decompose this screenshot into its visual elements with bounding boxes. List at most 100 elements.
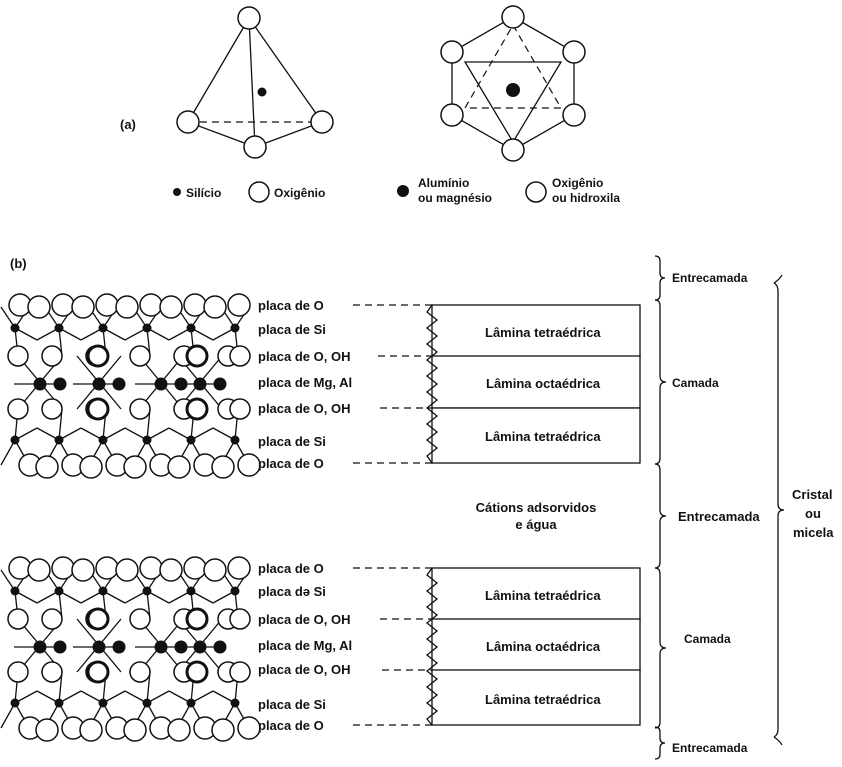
sheet-label: Lâmina tetraédrica (485, 325, 601, 340)
oxygen-atom (243, 135, 267, 159)
hydroxyl-legend-icon (525, 181, 547, 203)
legend-oxigenio-2: Oxigênio (552, 176, 603, 190)
oxygen-atom (167, 455, 191, 479)
tetrahedron (176, 6, 334, 159)
silicon-atom (54, 435, 64, 445)
oxygen-atom (7, 608, 29, 630)
hydroxyl-atom (185, 660, 209, 684)
silicon-atom (230, 323, 240, 333)
oxygen-atom (159, 295, 183, 319)
sheet-label: Lâmina octaédrica (486, 639, 601, 654)
entrecamada-label: Entrecamada (678, 509, 760, 524)
oxygen-atom (501, 138, 525, 162)
oxygen-atom (237, 453, 261, 477)
sheet-stack-layer-2: Lâmina tetraédrica Lâmina octaédrica Lâm… (425, 567, 641, 726)
oxygen-atom (35, 718, 59, 742)
hydroxyl-atom (86, 344, 110, 368)
oxygen-atom (27, 295, 51, 319)
silicon-legend-icon (173, 188, 181, 196)
oxygen-atom (211, 455, 235, 479)
plate-label: placa de O (258, 456, 324, 471)
silicon-atom (186, 323, 196, 333)
oxygen-atom (183, 293, 207, 317)
oxygen-atom (7, 398, 29, 420)
camada-label: Camada (684, 632, 731, 646)
crystal-label-line3: micela (793, 525, 834, 540)
silicon-atom (98, 586, 108, 596)
bond (0, 702, 16, 729)
oxygen-atom (440, 40, 464, 64)
plate-label: placa de Si (258, 322, 326, 337)
oxygen-atom (237, 716, 261, 740)
oxygen-atom (237, 6, 261, 30)
oxygen-atom (562, 103, 586, 127)
oxygen-atom (79, 718, 103, 742)
silicon-atom (186, 698, 196, 708)
hydroxyl-atom (86, 607, 110, 631)
silicon-atom (230, 435, 240, 445)
oxygen-atom (176, 110, 200, 134)
interlayer-label-line2: e água (515, 517, 557, 532)
legend-ou-magnesio: ou magnésio (418, 191, 492, 205)
plate-label: placa de O, OH (258, 662, 350, 677)
hydroxyl-atom (185, 397, 209, 421)
sheet-label: Lâmina tetraédrica (485, 588, 601, 603)
crystal-label-line2: ou (805, 506, 821, 521)
silicon-atom (54, 698, 64, 708)
oxygen-atom (229, 608, 251, 630)
legend-aluminio: Alumínio (418, 176, 469, 190)
aluminium-atom (112, 640, 126, 654)
plate-label: placa de O, OH (258, 401, 350, 416)
silicon-atom (142, 698, 152, 708)
plate-labels-layer-2: placa de O placa dә Si placa de O, OH pl… (258, 561, 432, 733)
hydroxyl-atom (86, 397, 110, 421)
plate-label: placa de Si (258, 697, 326, 712)
oxygen-atom (41, 345, 63, 367)
oxygen-atom (71, 295, 95, 319)
silicon-atom (10, 698, 20, 708)
sheet-label: Lâmina tetraédrica (485, 429, 601, 444)
silicon-atom (186, 435, 196, 445)
oxygen-atom (95, 556, 119, 580)
oxygen-atom (229, 345, 251, 367)
aluminium-atom (174, 640, 188, 654)
silicon-atom (142, 435, 152, 445)
oxygen-atom (51, 293, 75, 317)
oxygen-atom (41, 608, 63, 630)
hydroxyl-atom (185, 607, 209, 631)
crystal-label-line1: Cristal (792, 487, 832, 502)
oxygen-atom (139, 556, 163, 580)
silicon-atom (10, 586, 20, 596)
aluminium-atom (154, 640, 168, 654)
octahedron (440, 5, 586, 162)
braces: Entrecamada Camada Entrecamada Camada En… (654, 255, 834, 760)
silicon-atom (142, 586, 152, 596)
oxygen-atom (310, 110, 334, 134)
silicon-atom (54, 586, 64, 596)
sheet-stack-layer-1: Lâmina tetraédrica Lâmina octaédrica Lâm… (425, 304, 641, 464)
camada-label: Camada (672, 376, 719, 390)
oxygen-atom (41, 398, 63, 420)
oxygen-atom (159, 558, 183, 582)
aluminium-atom (92, 377, 106, 391)
oxygen-atom (183, 556, 207, 580)
oxygen-atom (501, 5, 525, 29)
bond (0, 439, 16, 466)
oxygen-atom (229, 661, 251, 683)
oxygen-atom (71, 558, 95, 582)
aluminium-atom (92, 640, 106, 654)
oxygen-atom (51, 556, 75, 580)
plate-label: placa de Mg, Al (258, 638, 352, 653)
oxygen-atom (227, 556, 251, 580)
sheet-label: Lâmina octaédrica (486, 376, 601, 391)
plate-label: placa de O (258, 561, 324, 576)
silicon-atom (98, 698, 108, 708)
oxygen-atom (562, 40, 586, 64)
legend-oxigenio: Oxigênio (274, 186, 325, 200)
lattice-layer-2 (0, 556, 261, 742)
silicon-atom (98, 435, 108, 445)
aluminium-legend-icon (397, 185, 409, 197)
legend-a: Silício Oxigênio Alumínio ou magnésio Ox… (173, 176, 620, 205)
silicon-atom (230, 586, 240, 596)
